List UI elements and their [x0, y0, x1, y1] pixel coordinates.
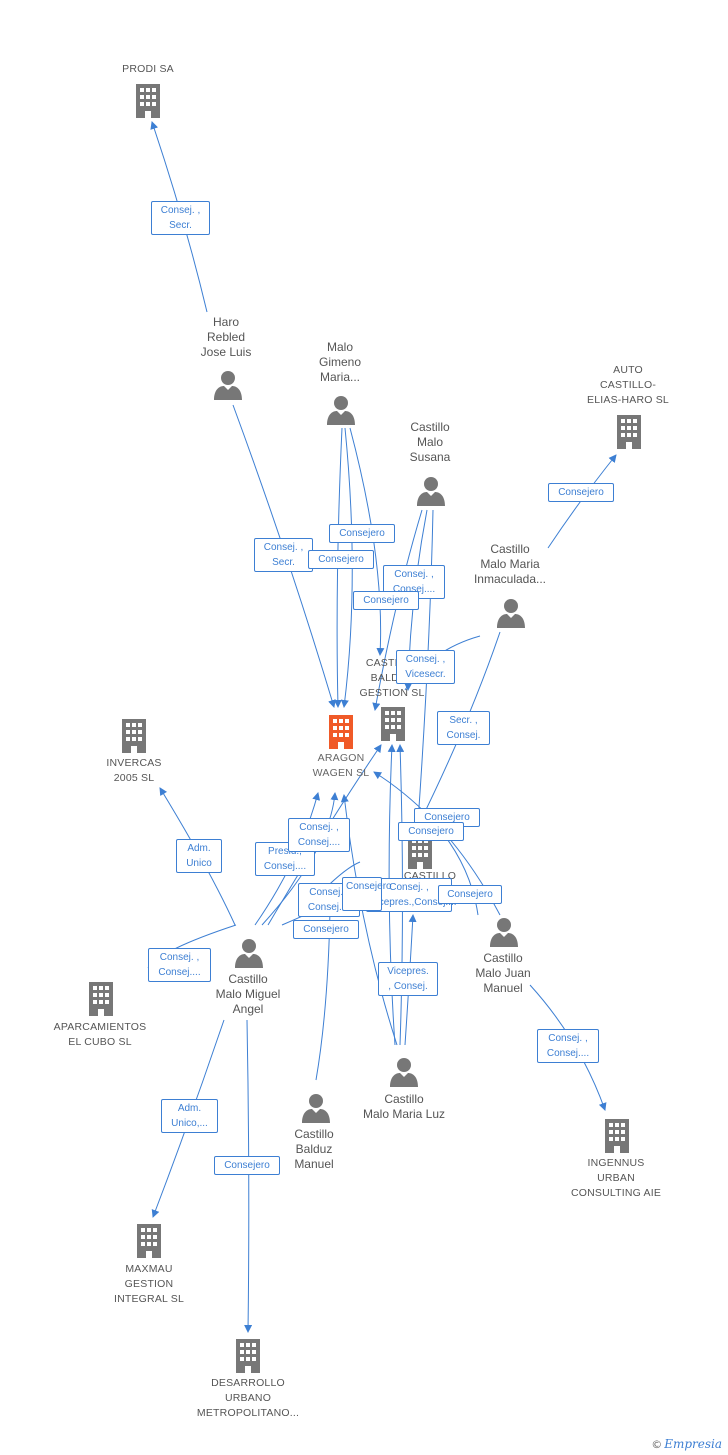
node-label-aparcamientos[interactable]: APARCAMIENTOS EL CUBO SL [53, 1021, 147, 1048]
relation-edge [333, 427, 343, 708]
edge-label-19[interactable]: Vicepres. , Consej. [378, 962, 438, 996]
building-icon-invercas[interactable] [122, 719, 146, 753]
node-label-susana[interactable]: Castillo Malo Susana [409, 420, 451, 464]
building-icon-prodi[interactable] [136, 84, 160, 118]
edge-label-3[interactable]: Consejero [329, 524, 395, 543]
person-icon-balduzmanuel[interactable] [302, 1094, 330, 1123]
brand-name: Empresia [664, 1437, 722, 1451]
node-label-prodi[interactable]: PRODI SA [122, 63, 174, 75]
empresia-footer[interactable]: ©Empresia [651, 1437, 722, 1451]
edge-label-2[interactable]: Consej. , Secr. [254, 538, 313, 572]
node-label-inmaculada[interactable]: Castillo Malo Maria Inmaculada... [473, 542, 547, 586]
node-label-maxmau[interactable]: MAXMAU GESTION INTEGRAL SL [113, 1263, 185, 1305]
person-icon-inmaculada[interactable] [497, 599, 525, 628]
edge-label-7[interactable]: Consej. , Vicesecr. [396, 650, 455, 684]
person-icon-susana[interactable] [417, 477, 445, 506]
copyright-icon: © [651, 1438, 663, 1451]
node-label-haro[interactable]: Haro Rebled Jose Luis [200, 315, 252, 359]
building-icon-ingennus[interactable] [605, 1119, 629, 1153]
edge-label-1[interactable]: Consejero [548, 483, 614, 502]
edge-label-0[interactable]: Consej. , Secr. [151, 201, 210, 235]
edge-label-23[interactable]: Consejero [342, 877, 392, 911]
edge-label-6[interactable]: Consejero [353, 591, 419, 610]
node-label-balduzmanuel[interactable]: Castillo Balduz Manuel [294, 1127, 334, 1171]
node-label-juan[interactable]: Castillo Malo Juan Manuel [475, 951, 531, 995]
edge-label-8[interactable]: Secr. , Consej. [437, 711, 490, 745]
node-label-ingennus[interactable]: INGENNUS URBAN CONSULTING AIE [570, 1157, 662, 1199]
building-icon-maxmau[interactable] [137, 1224, 161, 1258]
relation-edge [244, 1019, 253, 1333]
edge-label-10[interactable]: Consejero [398, 822, 464, 841]
edge-label-21[interactable]: Adm. Unico,... [161, 1099, 218, 1133]
person-icon-miguel[interactable] [235, 939, 263, 968]
building-icon-aparcamientos[interactable] [89, 982, 113, 1016]
node-label-autocastillo[interactable]: AUTO CASTILLO- ELIAS-HARO SL [587, 364, 669, 406]
node-label-invercas[interactable]: INVERCAS 2005 SL [106, 757, 162, 784]
node-label-desarrollo[interactable]: DESARROLLO URBANO METROPOLITANO... [196, 1377, 300, 1419]
relation-edge [349, 427, 385, 656]
edge-label-22[interactable]: Consejero [214, 1156, 280, 1175]
edge-label-5[interactable]: Consejero [308, 550, 374, 569]
building-icon-aragon[interactable] [329, 715, 353, 749]
person-icon-marialuz[interactable] [390, 1058, 418, 1087]
relation-edge [340, 427, 353, 708]
edge-label-20[interactable]: Consej. , Consej.... [537, 1029, 599, 1063]
building-icon-castillobalduz[interactable] [381, 707, 405, 741]
edge-label-12[interactable]: Consej. , Consej.... [148, 948, 211, 982]
edge-label-16[interactable]: Consejero [438, 885, 502, 904]
person-icon-juan[interactable] [490, 918, 518, 947]
node-label-aragon[interactable]: ARAGON WAGEN SL [312, 752, 370, 779]
node-label-marialuz[interactable]: Castillo Malo Maria Luz [362, 1092, 446, 1121]
person-icon-haro[interactable] [214, 371, 242, 400]
edge-label-14[interactable]: Consej. , Consej.... [288, 818, 350, 852]
person-icon-gimeno[interactable] [327, 396, 355, 425]
edge-label-17[interactable]: Consejero [293, 920, 359, 939]
node-label-gimeno[interactable]: Malo Gimeno Maria... [318, 340, 362, 384]
building-icon-autocastillo[interactable] [617, 415, 641, 449]
node-label-miguel[interactable]: Castillo Malo Miguel Angel [215, 972, 281, 1016]
building-icon-desarrollo[interactable] [236, 1339, 260, 1373]
edge-label-11[interactable]: Adm. Unico [176, 839, 222, 873]
